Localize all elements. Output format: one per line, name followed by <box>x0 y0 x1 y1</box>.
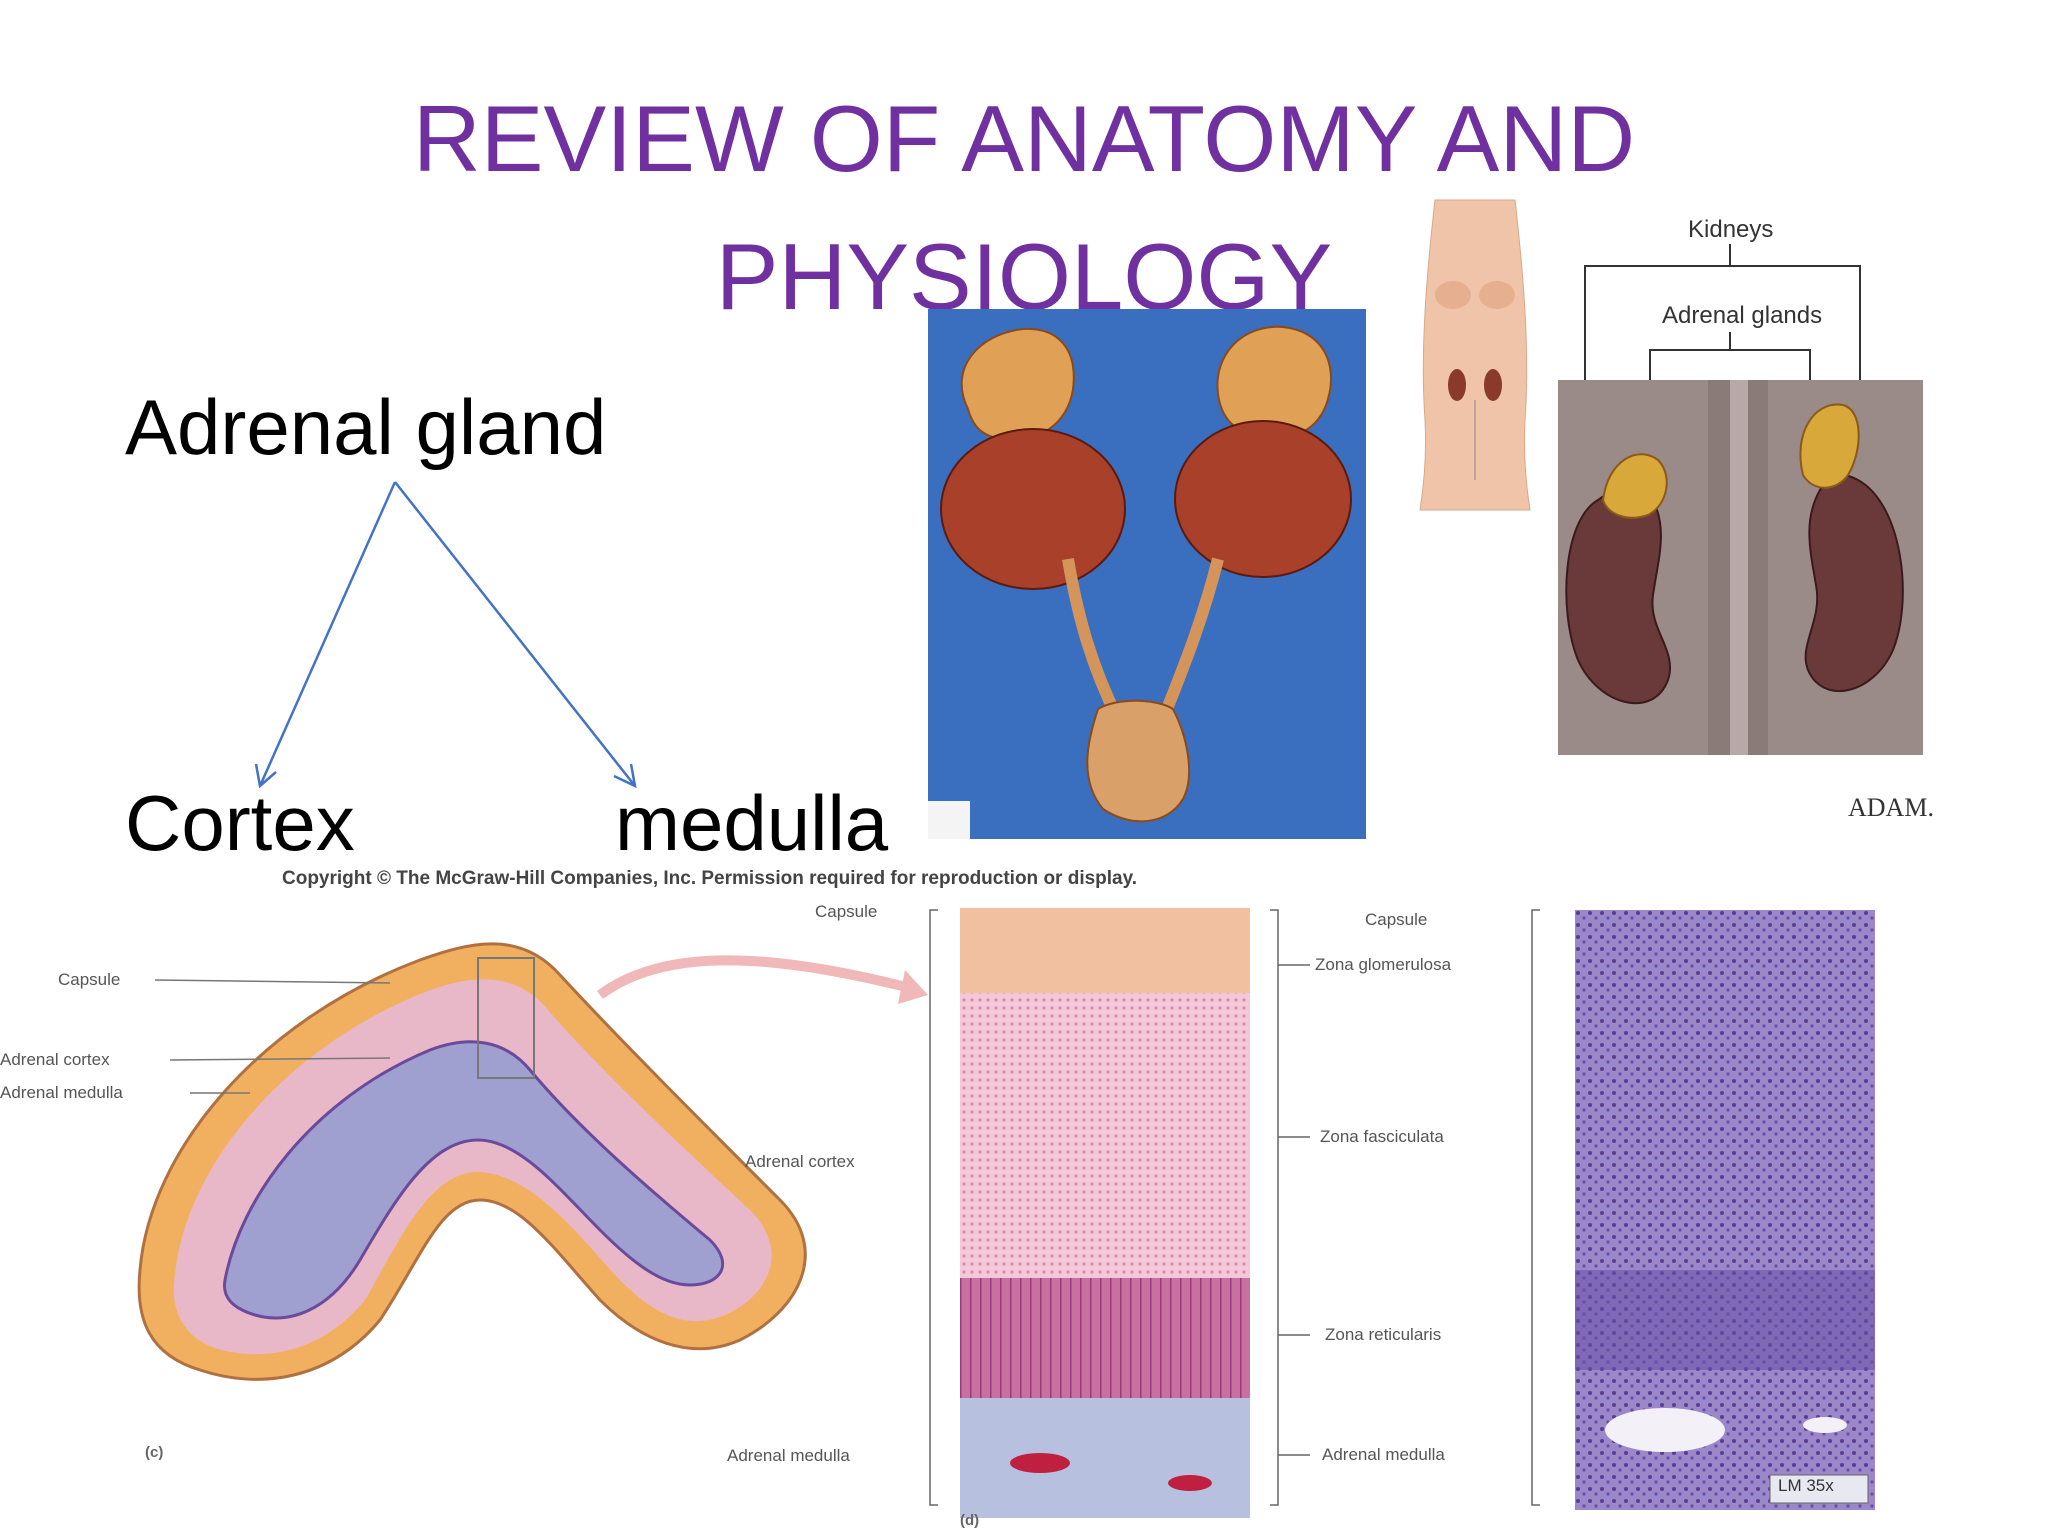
label-kidneys: Kidneys <box>1688 216 1774 243</box>
histology-brackets <box>929 909 1540 1506</box>
section-medulla <box>222 1040 724 1320</box>
label-hist-left-capsule: Capsule <box>815 902 878 921</box>
label-zona-glomerulosa: Zona glomerulosa <box>1315 955 1452 974</box>
label-zona-reticularis: Zona reticularis <box>1325 1325 1442 1344</box>
histology-capsule-layer <box>960 908 1250 993</box>
histology-reticularis-layer <box>960 1278 1250 1398</box>
label-section-medulla: Adrenal medulla <box>0 1083 123 1102</box>
illustration-left-adrenal <box>1601 453 1668 519</box>
torso-right-kidney <box>1484 369 1502 401</box>
label-hist-left-medulla: Adrenal medulla <box>727 1446 850 1465</box>
specimen-left-ureter <box>1062 558 1124 722</box>
tree-left-label: Cortex <box>125 779 355 867</box>
histology-drawing <box>960 908 1250 1518</box>
illustration-right-kidney <box>1804 473 1904 693</box>
specimen-right-kidney <box>1174 420 1352 578</box>
kidney-specimen-photo <box>928 309 1366 839</box>
arrow-to-medulla <box>394 481 636 787</box>
magnification-label: LM 35x <box>1778 1476 1834 1495</box>
tree-root-label: Adrenal gland <box>125 383 607 471</box>
zoom-arrow <box>597 955 912 1000</box>
specimen-left-kidney <box>940 428 1126 590</box>
label-section-cortex: Adrenal cortex <box>0 1050 110 1069</box>
section-zoom-box <box>477 957 535 1079</box>
label-hist-right-medulla: Adrenal medulla <box>1322 1445 1445 1464</box>
label-panel-d: (d) <box>960 1512 980 1529</box>
micrograph-vessel <box>1605 1408 1725 1452</box>
arrow-to-cortex <box>258 481 397 787</box>
torso-figure <box>1419 199 1531 511</box>
adrenal-anatomy-illustration <box>1558 380 1923 755</box>
adrenal-cross-section <box>137 942 928 1381</box>
label-zona-fasciculata: Zona fasciculata <box>1320 1127 1444 1146</box>
label-hist-left-cortex: Adrenal cortex <box>745 1152 855 1171</box>
adam-brand: ADAM. <box>1848 793 1934 822</box>
copyright-notice: Copyright © The McGraw-Hill Companies, I… <box>282 868 1138 889</box>
specimen-right-ureter <box>1157 557 1224 722</box>
specimen-scale-tag <box>928 801 970 839</box>
slide-title: REVIEW OF ANATOMY AND PHYSIOLOGY <box>0 70 2048 346</box>
zoom-arrowhead <box>898 970 928 1004</box>
histology-medulla-layer <box>960 1398 1250 1518</box>
tree-right-label: medulla <box>615 779 889 867</box>
specimen-bladder <box>1086 699 1191 823</box>
title-line-1: REVIEW OF ANATOMY AND <box>412 86 1636 191</box>
label-panel-c: (c) <box>145 1444 164 1461</box>
illustration-right-adrenal <box>1799 403 1860 489</box>
torso-left-kidney <box>1448 369 1466 401</box>
label-section-capsule: Capsule <box>58 970 121 989</box>
label-hist-right-capsule: Capsule <box>1365 910 1428 929</box>
histology-micrograph <box>1575 910 1875 1510</box>
label-adrenal-glands: Adrenal glands <box>1662 302 1823 329</box>
